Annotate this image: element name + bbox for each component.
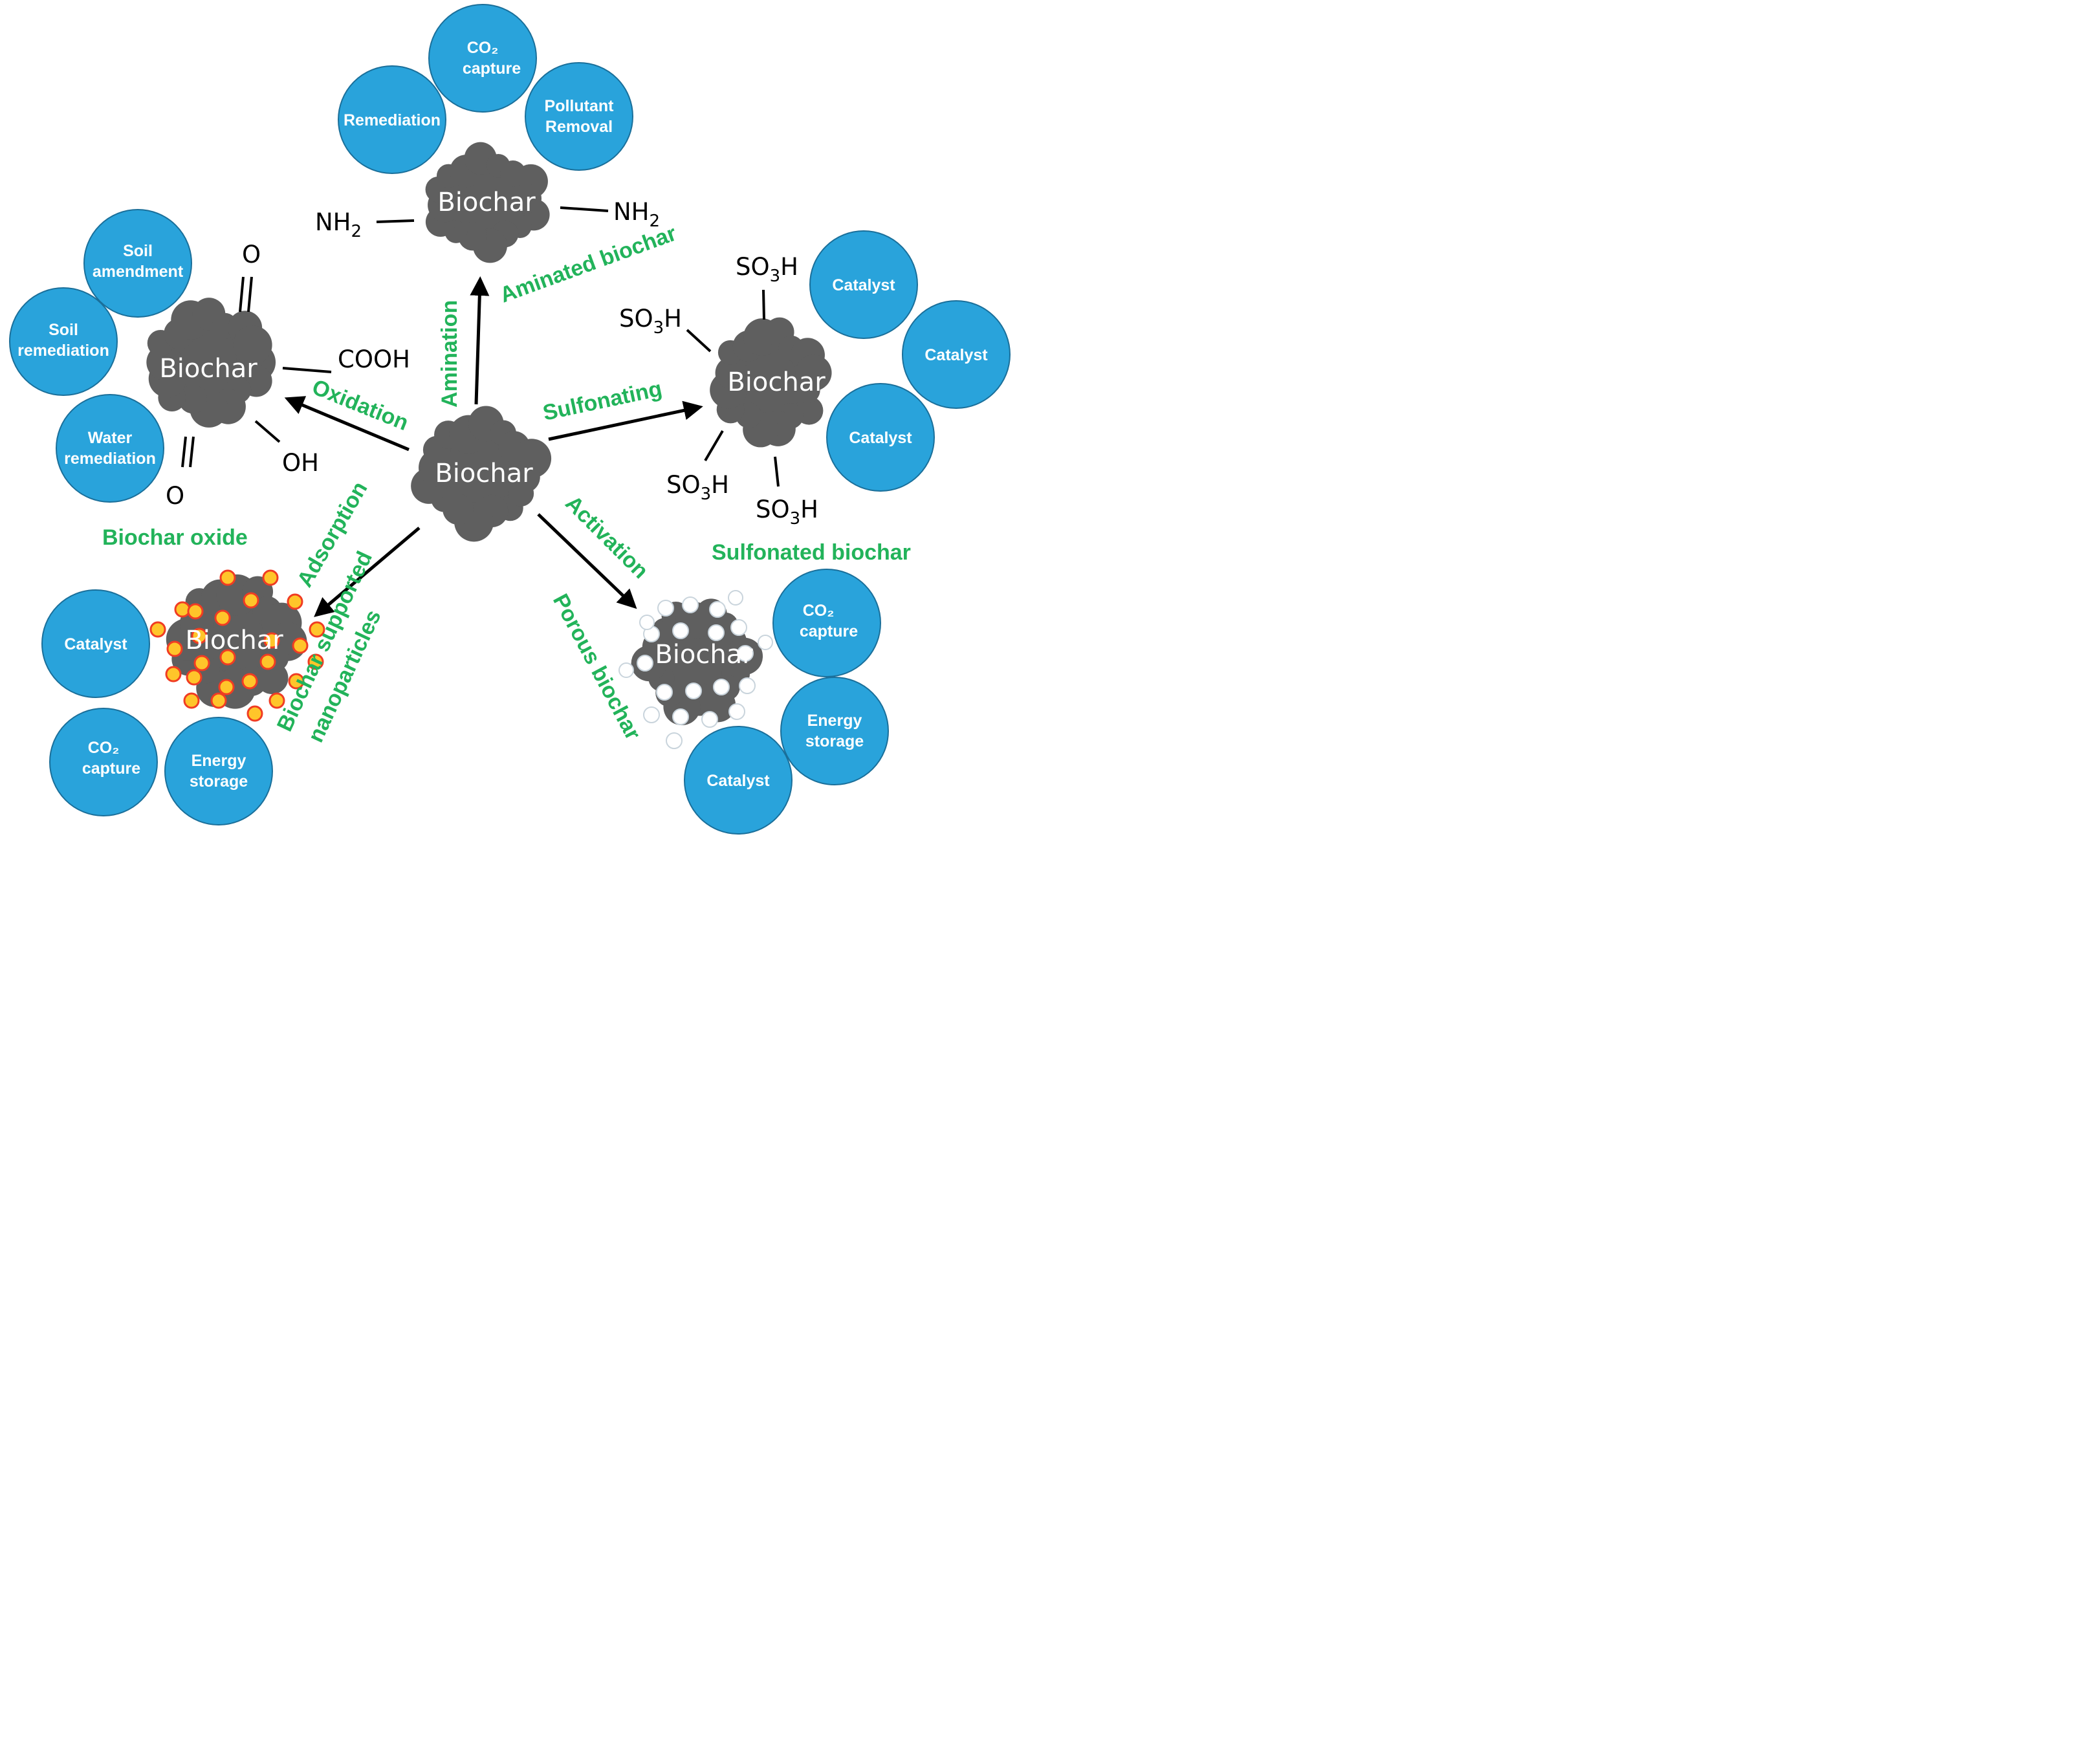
- center-biochar-label: Biochar: [435, 459, 533, 488]
- arrow-adsorption: [314, 527, 421, 617]
- app-label: CO₂: [803, 602, 835, 620]
- arrow-sulfonating: [548, 400, 703, 441]
- app-label: remediation: [17, 342, 109, 360]
- pore-dots: [618, 590, 773, 749]
- app-catalyst: Catalyst: [826, 383, 935, 492]
- porous-biochar-label: Biochar: [655, 640, 753, 670]
- nanoparticle-biochar-label: Biochar: [185, 626, 283, 655]
- app-label: storage: [190, 772, 248, 791]
- arrow-activation: [537, 513, 637, 609]
- app-label: Energy: [807, 712, 862, 730]
- amine-left: NH2: [315, 208, 362, 241]
- app-label: storage: [805, 732, 864, 750]
- app-label: Removal: [545, 118, 613, 136]
- oxide-groups: O COOH OH O: [166, 241, 410, 510]
- app-pollutant-removal: Pollutant Removal: [525, 62, 633, 171]
- label-oxidation: Oxidation: [309, 375, 412, 435]
- app-soil-remediation: Soil remediation: [9, 287, 118, 396]
- app-energy-storage: Energy storage: [780, 677, 889, 785]
- app-label: CO₂: [467, 39, 499, 57]
- oxide-biochar-blob: [146, 298, 276, 428]
- app-label: capture: [463, 60, 521, 78]
- aminated-bonds: [376, 206, 609, 223]
- sulfonated-biochar-blob: [710, 317, 832, 448]
- product-biochar-oxide: Biochar oxide: [102, 525, 248, 550]
- app-label: Catalyst: [706, 772, 770, 790]
- app-label: Soil: [49, 321, 78, 339]
- sulfonated-groups: SO3H SO3H SO3H SO3H: [619, 253, 818, 529]
- oxide-o-top: O: [242, 241, 261, 268]
- app-catalyst: Catalyst: [902, 300, 1011, 409]
- app-energy-storage: Energy storage: [164, 717, 273, 825]
- nanoparticle-dots: [149, 569, 325, 722]
- arrow-oxidation: [284, 396, 410, 452]
- sulfonated-biochar-label: Biochar: [727, 367, 826, 397]
- app-label: remediation: [64, 450, 156, 468]
- nanoparticle-applications: Catalyst CO₂ capture Energy storage: [41, 589, 273, 825]
- oxide-applications: Soil amendment Soil remediation Water re…: [9, 209, 192, 503]
- app-label: amendment: [93, 263, 184, 281]
- label-activation: Activation: [560, 491, 653, 584]
- so3h-top: SO3H: [736, 253, 798, 286]
- oxide-o-bottom: O: [166, 482, 184, 510]
- app-label: capture: [82, 759, 140, 778]
- so3h-left: SO3H: [619, 305, 682, 338]
- porous-applications: CO₂ capture Energy storage Catalyst: [684, 569, 889, 835]
- app-catalyst: Catalyst: [684, 726, 793, 835]
- app-label: Catalyst: [64, 635, 127, 653]
- app-label: Energy: [191, 752, 246, 770]
- label-amination: Amination: [437, 300, 462, 408]
- so3h-bottom-right: SO3H: [756, 496, 818, 529]
- app-label: capture: [800, 622, 858, 640]
- oxide-biochar-label: Biochar: [159, 354, 257, 384]
- oxide-bonds: [181, 276, 332, 468]
- center-biochar-blob: [411, 406, 552, 542]
- aminated-biochar-label: Biochar: [437, 188, 536, 217]
- app-catalyst: Catalyst: [809, 230, 918, 339]
- aminated-biochar-blob: [425, 142, 550, 263]
- app-label: Water: [88, 429, 133, 447]
- app-label: Catalyst: [849, 429, 912, 447]
- sulfonated-bonds: [686, 289, 780, 487]
- aminated-applications: CO₂ capture Remediation Pollutant Remova…: [338, 4, 633, 174]
- app-soil-amendment: Soil amendment: [83, 209, 192, 318]
- app-label: CO₂: [88, 739, 120, 757]
- app-remediation: Remediation: [338, 65, 446, 174]
- app-co2-capture: CO₂ capture: [49, 708, 158, 816]
- app-co2-capture: CO₂ capture: [772, 569, 881, 677]
- app-label: Pollutant: [545, 97, 615, 115]
- sulfonated-applications: Catalyst Catalyst Catalyst: [809, 230, 1011, 492]
- oxide-oh: OH: [282, 449, 319, 477]
- app-co2-capture: CO₂ capture: [428, 4, 537, 113]
- app-catalyst: Catalyst: [41, 589, 150, 698]
- arrow-amination: [470, 276, 490, 405]
- aminated-groups: NH2 NH2: [315, 198, 660, 241]
- app-label: Catalyst: [832, 276, 895, 294]
- amine-right: NH2: [613, 198, 660, 231]
- process-arrows: [284, 276, 703, 617]
- oxide-cooh: COOH: [338, 345, 410, 373]
- biochar-modification-diagram: Soil amendment Soil remediation Water re…: [9, 4, 1011, 835]
- product-sulfonated-biochar: Sulfonated biochar: [712, 540, 911, 565]
- app-water-remediation: Water remediation: [56, 394, 164, 503]
- app-label: Remediation: [344, 111, 441, 129]
- app-label: Catalyst: [924, 346, 988, 364]
- so3h-bottom-left: SO3H: [666, 471, 729, 504]
- app-label: Soil: [123, 242, 153, 260]
